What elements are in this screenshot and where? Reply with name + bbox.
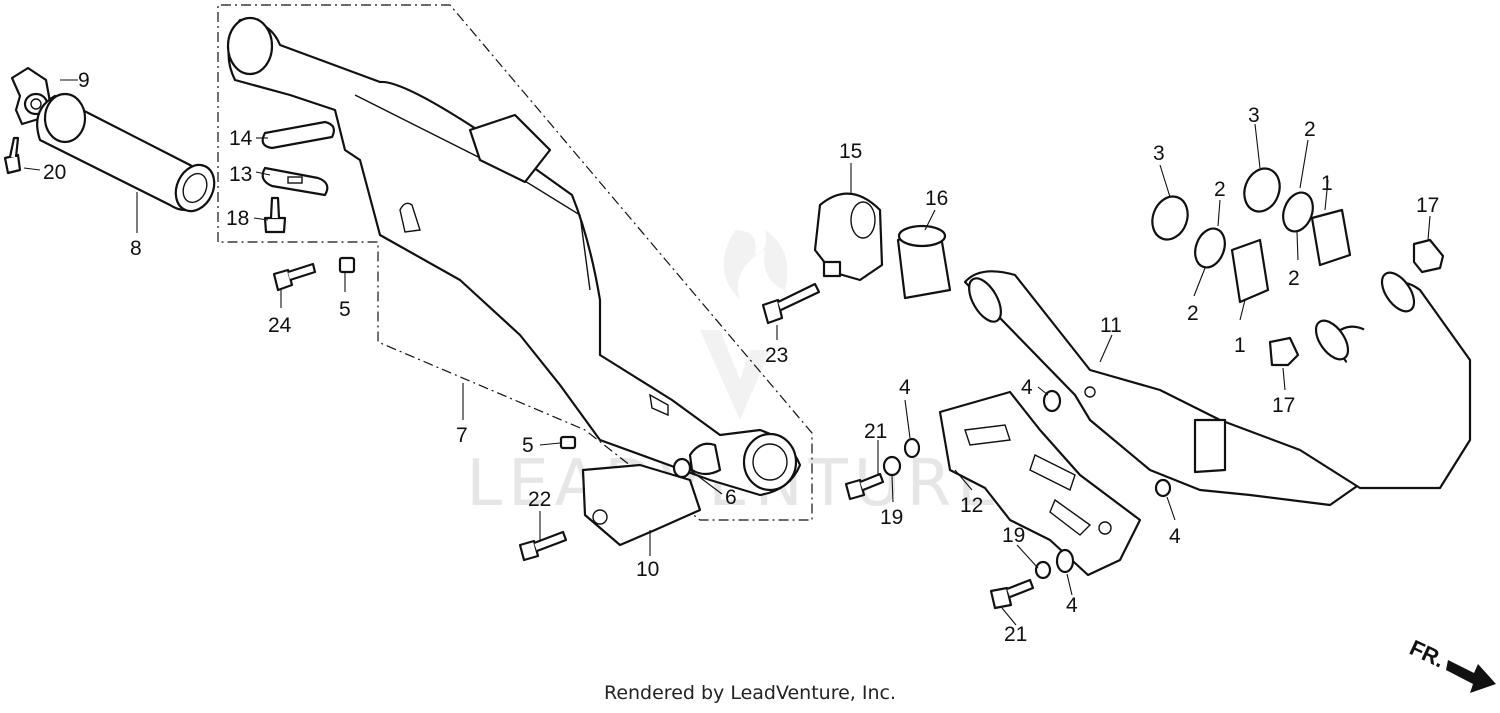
part-4-grommet-a	[1042, 389, 1062, 413]
part-8-tail-pipe	[36, 92, 216, 213]
part-10-heat-shield-bracket	[581, 463, 702, 547]
callout-21-b: 21	[1004, 623, 1027, 646]
callout-5-b: 5	[522, 434, 534, 457]
callout-22: 22	[528, 488, 551, 511]
part-13-plate	[261, 166, 329, 197]
callout-6: 6	[725, 486, 737, 509]
part-15-clamp	[813, 192, 884, 282]
callout-2-c: 2	[1187, 302, 1199, 325]
part-5-nut-b	[559, 435, 577, 450]
callout-9: 9	[78, 69, 90, 92]
part-4-grommet-c	[1154, 478, 1172, 498]
callout-1-a: 1	[1321, 172, 1333, 195]
callout-3-b: 3	[1248, 104, 1260, 127]
part-3-gasket-b	[1243, 167, 1281, 213]
callout-19-b: 19	[1002, 524, 1025, 547]
callout-8: 8	[130, 237, 142, 260]
part-1-flange-a	[1230, 238, 1270, 304]
callout-1-b: 1	[1234, 334, 1246, 357]
callout-7: 7	[456, 424, 468, 447]
front-direction-label: FR.	[1406, 635, 1449, 673]
callout-3-a: 3	[1153, 142, 1165, 165]
part-22-bolt	[518, 530, 568, 562]
callout-12: 12	[960, 494, 983, 517]
part-4-grommet-b	[903, 437, 921, 459]
part-14-gasket	[261, 120, 335, 150]
part-6-grommet	[672, 457, 692, 479]
leader-lines	[23, 79, 1431, 626]
part-5-nut-a	[338, 256, 356, 274]
callout-4-d: 4	[1066, 594, 1078, 617]
part-2-collar-b	[1282, 191, 1314, 233]
part-17-nut-b	[1268, 336, 1300, 367]
muffler-group-frame	[217, 4, 813, 521]
callout-15: 15	[839, 140, 862, 163]
part-4-grommet-d	[1055, 548, 1075, 574]
part-11-exhaust-pipe	[963, 270, 1472, 507]
callout-23: 23	[765, 344, 788, 367]
front-arrow-icon	[1446, 660, 1496, 693]
part-24-bolt	[272, 262, 317, 292]
callout-21-a: 21	[864, 420, 887, 443]
part-21-bolt-b	[989, 578, 1035, 610]
callout-4-c: 4	[1169, 525, 1181, 548]
callout-4-b: 4	[899, 376, 911, 399]
callout-17-a: 17	[1416, 194, 1439, 217]
part-18-bolt	[263, 196, 287, 234]
part-12-heat-shield	[938, 390, 1142, 577]
part-21-bolt-a	[844, 472, 885, 501]
callout-4-a: 4	[1021, 376, 1033, 399]
part-7-muffler	[226, 16, 802, 497]
callout-20: 20	[43, 161, 66, 184]
callout-5-a: 5	[339, 298, 351, 321]
callout-14: 14	[229, 127, 253, 150]
callout-2-d: 2	[1288, 267, 1300, 290]
callout-2-b: 2	[1304, 118, 1316, 141]
part-19-washer-a	[882, 455, 902, 477]
part-2-collar-a	[1194, 227, 1226, 269]
part-1-flange-b	[1310, 208, 1352, 267]
part-19-washer-b	[1034, 560, 1052, 580]
part-16-sleeve	[896, 224, 952, 300]
callouts: 9 20 8 14 13 18 24 5 7 5 6 22 10 15 16 2…	[43, 69, 1439, 646]
part-3-gasket-a	[1151, 195, 1189, 241]
footer-credit: Rendered by LeadVenture, Inc.	[603, 682, 897, 704]
callout-16: 16	[925, 187, 948, 210]
callout-2-a: 2	[1214, 178, 1226, 201]
callout-24: 24	[268, 314, 292, 337]
callout-17-b: 17	[1272, 394, 1295, 417]
part-20-bolt	[3, 136, 22, 175]
callout-10: 10	[636, 558, 659, 581]
callout-18: 18	[226, 207, 249, 230]
part-17-nut-a	[1412, 238, 1445, 274]
callout-11: 11	[1100, 314, 1122, 337]
part-23-bolt	[761, 282, 821, 325]
watermark-logo	[700, 230, 788, 420]
callout-19-a: 19	[880, 506, 903, 529]
callout-13: 13	[229, 163, 252, 186]
